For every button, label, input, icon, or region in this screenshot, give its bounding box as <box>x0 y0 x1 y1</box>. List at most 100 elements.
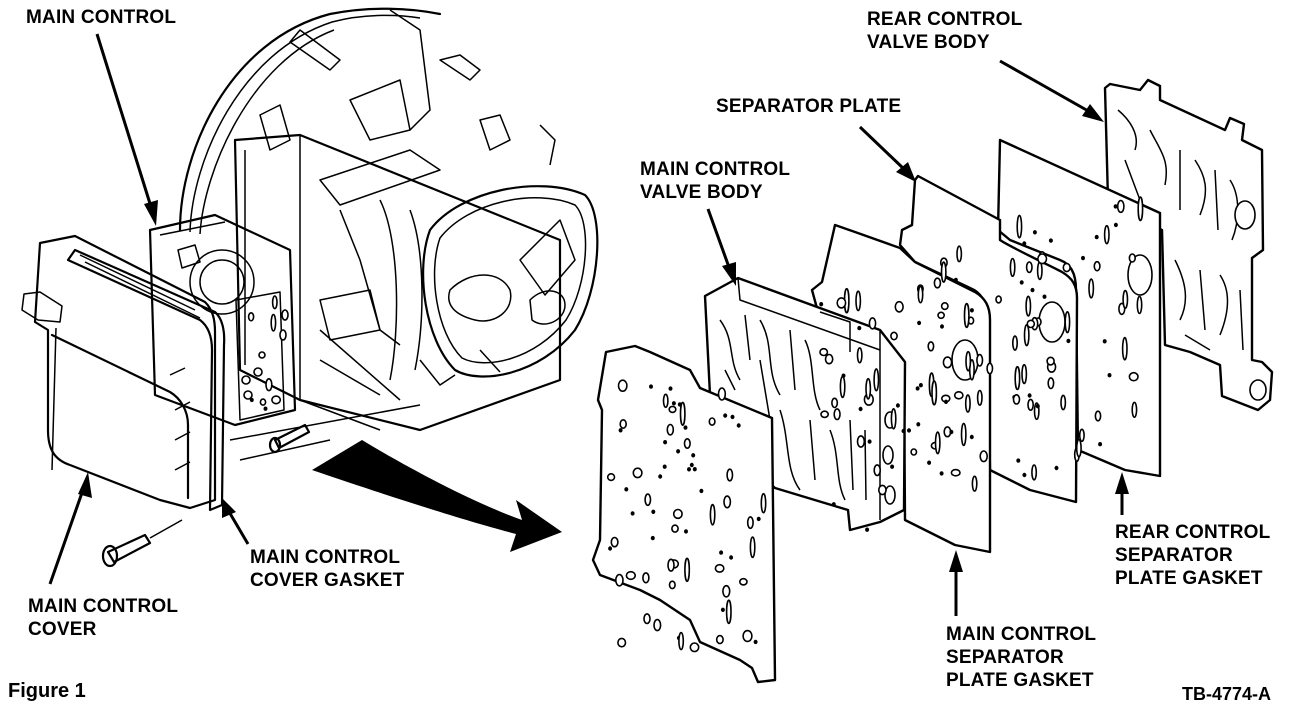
plate-hole <box>1122 289 1129 310</box>
plate-hole <box>937 311 945 320</box>
plate-hole <box>963 302 970 329</box>
plate-hole <box>715 634 724 645</box>
plate-hole <box>953 390 964 400</box>
plate-hole <box>662 393 669 409</box>
case-bolt <box>268 423 311 454</box>
plate-hole <box>956 245 963 263</box>
plate-hole <box>995 295 1002 304</box>
plate-hole <box>873 368 880 392</box>
plate-hole <box>708 417 716 426</box>
plate-hole <box>610 536 619 548</box>
label-line: PLATE GASKET <box>1115 568 1263 589</box>
rear-control-separator-plate-gasket <box>996 138 1162 478</box>
plate-hole <box>858 406 863 412</box>
plate-hole <box>1128 253 1137 263</box>
plate-hole <box>940 302 949 311</box>
plate-hole <box>1098 442 1103 447</box>
plate-hole <box>940 324 944 329</box>
label-line: SEPARATOR PLATE <box>716 96 902 117</box>
plate-hole <box>1093 260 1101 272</box>
plate-hole <box>746 516 754 530</box>
main-control-cover <box>21 234 217 510</box>
label-main-control-separator-plate-gasket: MAIN CONTROL SEPARATOR PLATE GASKET <box>946 623 1096 692</box>
plate-hole <box>259 398 267 406</box>
plate-hole <box>831 502 836 507</box>
plate-holes <box>247 196 1144 653</box>
plate-hole <box>709 503 716 526</box>
plate-hole <box>1046 356 1055 366</box>
plate-hole <box>1014 365 1021 391</box>
rear-control-valve-body <box>1103 78 1274 412</box>
plate-hole <box>1136 295 1143 315</box>
plate-hole <box>1060 394 1067 411</box>
plate-hole <box>642 572 650 584</box>
plate-hole <box>824 353 834 365</box>
plate-hole <box>1054 465 1059 471</box>
plate-hole <box>742 629 753 643</box>
plate-hole <box>668 405 677 414</box>
plate-hole <box>1094 234 1099 240</box>
arrow-main-control-valve-body <box>706 208 736 286</box>
label-line: MAIN CONTROL <box>640 159 791 180</box>
plate-hole <box>1094 410 1102 422</box>
plate-hole <box>1032 230 1037 235</box>
plate-hole <box>668 386 673 391</box>
plate-hole <box>979 450 989 463</box>
plate-hole <box>1022 472 1027 478</box>
plate-hole <box>1022 241 1027 246</box>
plate-hole <box>1048 238 1053 243</box>
plate-hole <box>249 397 254 403</box>
plate-hole <box>910 448 918 456</box>
plate-hole <box>964 394 971 413</box>
plate-hole <box>917 285 924 304</box>
plate-hole <box>836 297 847 309</box>
plate-hole <box>819 302 824 307</box>
label-line: COVER GASKET <box>250 570 405 591</box>
plate-hole <box>1116 199 1125 214</box>
plate-hole <box>723 495 732 509</box>
plate-hole <box>1026 319 1036 329</box>
cover-bolt <box>101 519 183 568</box>
label-line: COVER <box>28 619 97 640</box>
plate-hole <box>719 550 724 555</box>
label-main-control-cover: MAIN CONTROL COVER <box>28 595 178 641</box>
arrow-rear-control-valve-body <box>999 59 1104 122</box>
plate-hole <box>624 487 629 492</box>
plate-hole <box>671 524 679 533</box>
plate-hole <box>684 529 688 534</box>
plate-hole <box>265 378 273 392</box>
plate-hole <box>679 401 686 426</box>
plate-hole <box>723 413 728 418</box>
plate-hole <box>1064 311 1071 334</box>
plate-hole <box>653 618 662 632</box>
plate-hole <box>1031 464 1038 481</box>
plate-hole <box>878 484 887 496</box>
plate-hole <box>915 386 920 391</box>
plate-hole <box>931 380 938 406</box>
plate-hole <box>739 577 748 586</box>
label-line: MAIN CONTROL <box>946 624 1097 645</box>
plate-hole <box>617 379 628 393</box>
plate-hole <box>271 395 282 405</box>
main-control-assembly <box>148 213 297 427</box>
plate-hole <box>933 277 942 289</box>
plate-hole <box>756 516 761 522</box>
label-line: SEPARATOR <box>1115 545 1233 566</box>
plate-hole <box>820 410 829 419</box>
plate-hole <box>949 429 954 435</box>
plate-hole <box>856 435 866 448</box>
label-line: VALVE BODY <box>867 32 990 53</box>
plate-hole <box>1037 253 1048 265</box>
plate-hole <box>1042 294 1047 299</box>
plate-hole <box>927 341 935 352</box>
plate-hole <box>895 403 900 408</box>
plate-hole <box>271 295 278 310</box>
plate-hole <box>841 373 846 378</box>
plate-hole <box>663 440 668 445</box>
plate-hole <box>934 431 941 455</box>
plate-hole <box>667 558 675 572</box>
plate-hole <box>944 399 948 404</box>
plate-hole <box>940 261 947 283</box>
plate-hole <box>684 557 691 583</box>
